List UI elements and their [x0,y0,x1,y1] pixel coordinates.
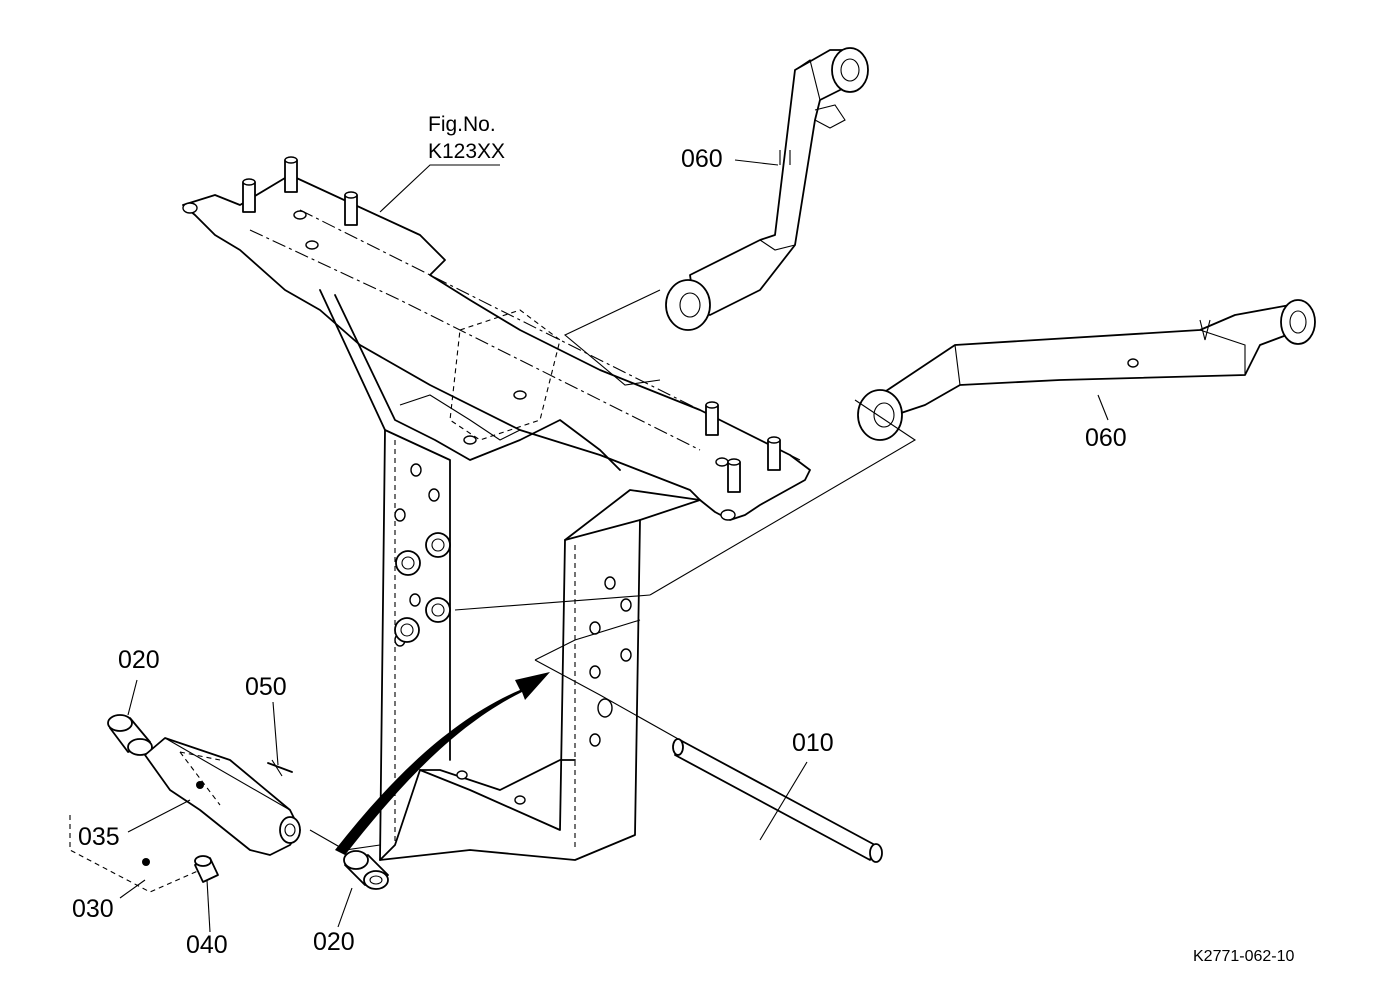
figure-ref-line1: Fig.No. [428,113,496,136]
pin-050 [267,759,293,777]
bolt-040 [194,855,219,883]
bracket-nut [394,617,420,643]
callout-020-bottom: 020 [313,928,355,956]
callout-010: 010 [792,729,834,757]
plate-stud [242,178,256,213]
bracket-nut [425,532,451,558]
bushing-020-right [343,850,389,890]
bracket-nut [425,597,451,623]
plate-stud [705,401,719,436]
bracket-assembly-035 [142,737,301,866]
assembly-lines [309,289,917,851]
callout-060-upper: 060 [681,145,723,173]
bracket-nut [395,550,421,576]
callout-060-lower: 060 [1085,424,1127,452]
callout-040: 040 [186,931,228,959]
lift-arm-upper [665,47,869,331]
plate-stud [284,156,298,193]
main-bracket [319,289,701,861]
assembly-arrow [335,672,550,855]
bushing-020-left [107,714,153,756]
plate-stud [344,191,358,226]
pin-010 [672,738,883,863]
plate-stud [727,458,741,493]
callout-035: 035 [78,823,120,851]
top-mounting-plate [182,156,811,521]
drawing-code: K2771-062-10 [1193,948,1295,965]
plate-stud [767,436,781,471]
figure-ref-line2: K123XX [428,140,505,163]
callout-020-top: 020 [118,646,160,674]
lift-arm-lower [857,299,1316,441]
callout-030: 030 [72,895,114,923]
leader-lines [119,159,1109,933]
callout-050: 050 [245,673,287,701]
